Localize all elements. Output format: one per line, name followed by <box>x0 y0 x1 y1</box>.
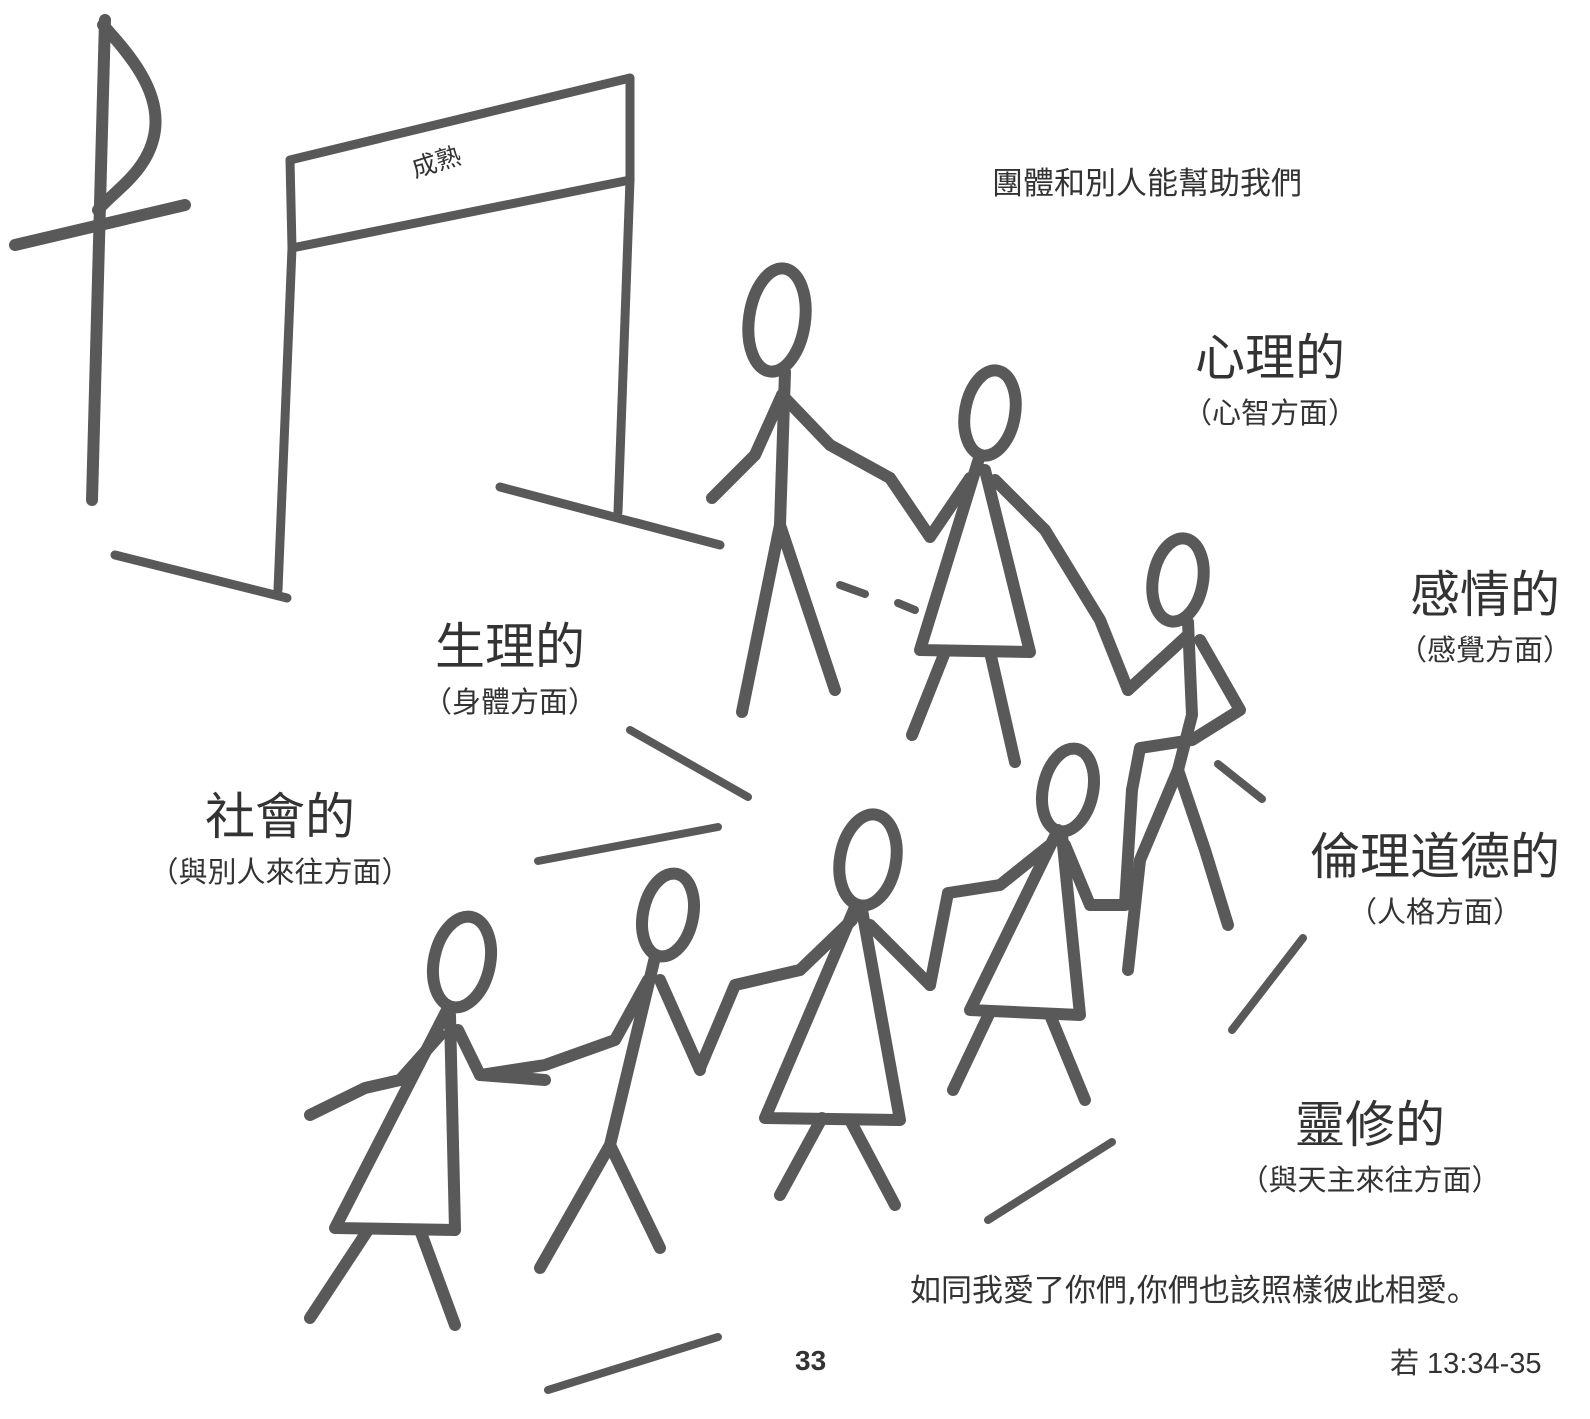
stick-figure-1 <box>706 262 896 718</box>
aspect-title: 倫理道德的 <box>1310 828 1560 886</box>
stick-figure-3 <box>1122 532 1246 976</box>
stick-figure-4 <box>924 742 1138 1106</box>
aspect-subtitle: （感覺方面） <box>1397 633 1572 667</box>
aspect-subtitle: （心智方面） <box>1182 396 1357 430</box>
stick-figure-6 <box>474 867 706 1274</box>
scripture-quote: 如同我愛了你們,你們也該照樣彼此相愛。 <box>910 1273 1478 1309</box>
aspect-social: 社會的 （與別人來往方面） <box>130 777 430 891</box>
aspect-title: 感情的 <box>1410 566 1560 624</box>
aspect-title: 社會的 <box>205 788 355 846</box>
aspect-title: 心理的 <box>1195 329 1345 387</box>
header-caption: 團體和別人能幫助我們 <box>992 166 1302 202</box>
aspect-emotional: 感情的 （感覺方面） <box>1385 555 1585 669</box>
stick-figure-7 <box>304 910 551 1331</box>
aspect-subtitle: （人格方面） <box>1347 895 1522 929</box>
aspect-physical: 生理的 （身體方面） <box>410 607 610 721</box>
stick-figure-2 <box>884 364 1134 768</box>
maturity-gate <box>110 73 725 603</box>
stick-figure-5 <box>694 808 936 1211</box>
aspect-title: 靈修的 <box>1295 1096 1445 1154</box>
aspect-moral: 倫理道德的 （人格方面） <box>1300 817 1570 931</box>
scripture-citation: 若 13:34-35 <box>1390 1348 1542 1380</box>
cross-icon <box>9 14 191 506</box>
aspect-title: 生理的 <box>435 618 585 676</box>
aspect-spiritual: 靈修的 （與天主來往方面） <box>1220 1085 1520 1199</box>
aspect-subtitle: （身體方面） <box>422 685 597 719</box>
aspect-psychological: 心理的 （心智方面） <box>1170 318 1370 432</box>
aspect-subtitle: （與別人來往方面） <box>149 855 411 889</box>
path-lines <box>534 581 1307 1394</box>
page-number: 33 <box>795 1345 827 1376</box>
aspect-subtitle: （與天主來往方面） <box>1239 1163 1501 1197</box>
